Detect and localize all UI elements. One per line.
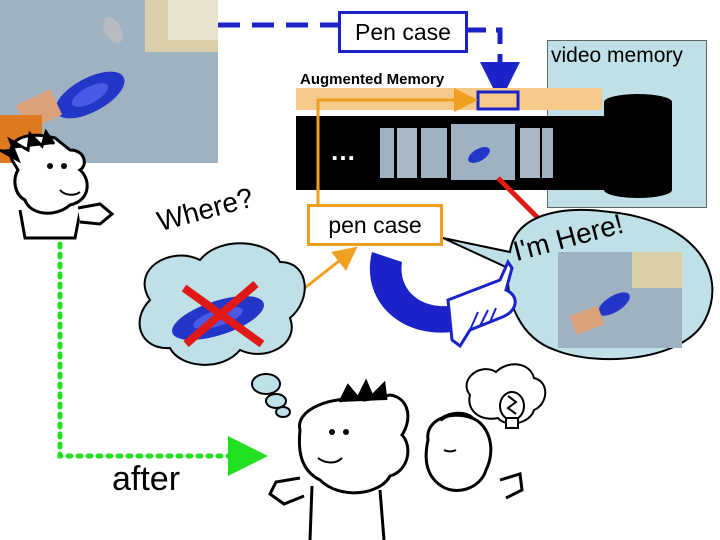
film-strip bbox=[296, 94, 672, 198]
pointing-hand bbox=[446, 258, 517, 349]
green-after-arrow bbox=[57, 241, 268, 476]
blue-crescent bbox=[369, 252, 452, 333]
dashed-arrow-to-memory bbox=[468, 27, 520, 102]
pen-case-query-label: pen case bbox=[328, 212, 422, 238]
speech-bubble bbox=[442, 208, 714, 361]
person-bottom bbox=[268, 378, 410, 540]
after-label: after bbox=[112, 460, 181, 498]
person-idea bbox=[424, 363, 547, 500]
pen-case-label: Pen case bbox=[355, 19, 451, 45]
orange-arrow-to-memory bbox=[316, 88, 478, 204]
ellipsis-label: … bbox=[330, 136, 359, 166]
pen-case-label-box: Pen case bbox=[338, 11, 468, 53]
red-cross bbox=[181, 280, 265, 348]
augmented-memory-label: Augmented Memory bbox=[300, 71, 445, 88]
thought-cloud bbox=[138, 242, 306, 418]
video-memory-label: video memory bbox=[551, 44, 683, 67]
person-upper-left bbox=[0, 128, 115, 240]
marker-box bbox=[476, 90, 520, 111]
pen-case-query-box: pen case bbox=[307, 204, 443, 246]
